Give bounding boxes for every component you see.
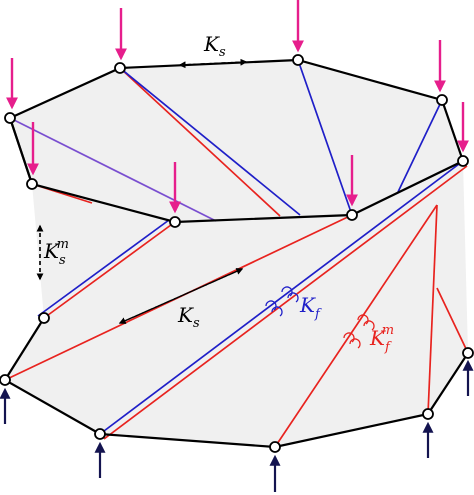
ks-mid-label: Ks: [177, 303, 200, 331]
ksm-left-label: Ksm: [43, 237, 69, 268]
kf-label: Kf: [299, 293, 322, 322]
node: [346, 209, 358, 221]
red-bar: [436, 287, 469, 354]
kf-spring-icon: [265, 286, 299, 317]
node: [292, 54, 304, 66]
dashed-springs: [36, 58, 248, 324]
blue-bar: [119, 67, 301, 216]
node: [462, 347, 474, 359]
node: [169, 216, 181, 228]
nodes: [0, 54, 474, 453]
upper-face: [10, 60, 463, 222]
node: [38, 312, 50, 324]
blue-bar: [397, 99, 443, 193]
node: [457, 155, 469, 167]
red-bar: [427, 204, 438, 415]
node: [4, 112, 16, 124]
blue-bar: [37, 219, 170, 317]
lateral-face: [5, 161, 468, 447]
red-bar: [119, 67, 281, 217]
red-bar: [43, 221, 176, 319]
ks-top-label: Ks: [203, 32, 226, 60]
diagonal-bars: [4, 59, 469, 448]
red-bar: [103, 165, 468, 440]
support-arrows: [0, 359, 474, 492]
node: [269, 441, 281, 453]
purple-bar: [9, 117, 217, 222]
node: [94, 428, 106, 440]
blue-bar: [297, 59, 353, 216]
blue-bar: [99, 160, 464, 435]
node: [0, 374, 11, 386]
node: [26, 178, 38, 190]
kfm-label: Kfm: [369, 323, 394, 355]
red-bar: [274, 204, 438, 448]
node: [436, 94, 448, 106]
load-arrows: [6, 0, 469, 214]
kfm-spring-icon: [343, 314, 375, 349]
faces: [5, 60, 468, 447]
node: [114, 62, 126, 74]
lower-outline: [3, 317, 469, 449]
node: [422, 408, 434, 420]
ks-mid-spring-back: [118, 268, 243, 324]
